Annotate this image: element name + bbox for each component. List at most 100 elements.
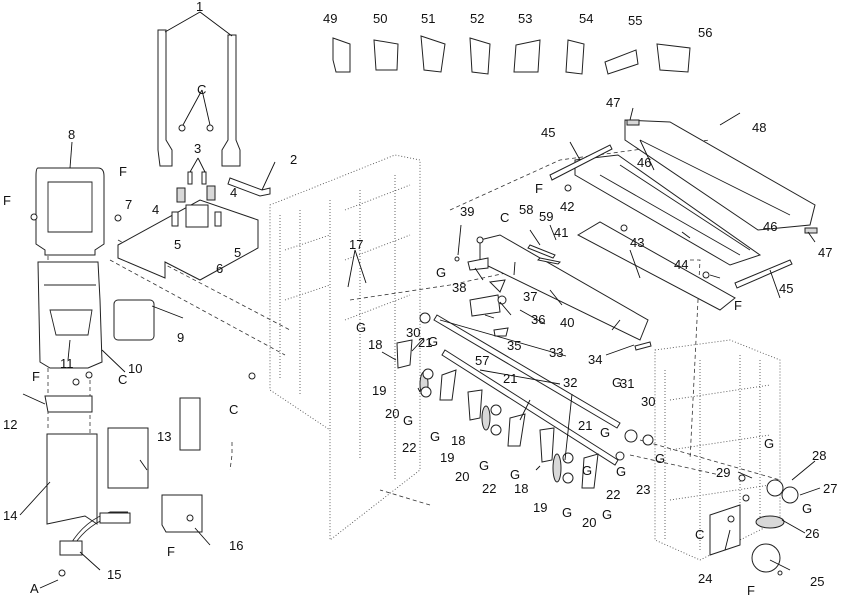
callout-21: 21	[578, 419, 592, 432]
fastener-C: C	[695, 528, 704, 541]
fastener-F: F	[535, 182, 543, 195]
callout-22: 22	[482, 482, 496, 495]
callout-43: 43	[630, 236, 644, 249]
fastener-A: A	[30, 582, 39, 595]
part-16-cover	[162, 495, 202, 532]
callout-54: 54	[579, 12, 593, 25]
callout-46: 46	[763, 220, 777, 233]
callout-22: 22	[402, 441, 416, 454]
callout-58: 58	[519, 203, 533, 216]
callout-19: 19	[533, 501, 547, 514]
callout-50: 50	[373, 12, 387, 25]
callout-39: 39	[460, 205, 474, 218]
callout-19: 19	[440, 451, 454, 464]
callout-32: 32	[563, 376, 577, 389]
clip-parts-49-56	[333, 36, 690, 74]
callout-22: 22	[606, 488, 620, 501]
fastener-G: G	[612, 376, 622, 389]
callout-1: 1	[196, 0, 203, 13]
fastener-G: G	[802, 502, 812, 515]
fastener-G: G	[430, 430, 440, 443]
callout-59: 59	[539, 210, 553, 223]
fastener-G: G	[510, 468, 520, 481]
callout-5: 5	[174, 238, 181, 251]
fastener-G: G	[582, 464, 592, 477]
part-12-bracket	[45, 396, 92, 412]
callout-53: 53	[518, 12, 532, 25]
callout-48: 48	[752, 121, 766, 134]
callout-44: 44	[674, 258, 688, 271]
callout-51: 51	[421, 12, 435, 25]
callout-33: 33	[549, 346, 563, 359]
callout-41: 41	[554, 226, 568, 239]
fastener-F: F	[119, 165, 127, 178]
callout-20: 20	[455, 470, 469, 483]
callout-29: 29	[716, 466, 730, 479]
callout-23: 23	[636, 483, 650, 496]
fastener-C: C	[229, 403, 238, 416]
callout-12: 12	[3, 418, 17, 431]
part-8-upper-cover	[36, 168, 104, 255]
callout-52: 52	[470, 12, 484, 25]
fastener-G: G	[356, 321, 366, 334]
callout-38: 38	[452, 281, 466, 294]
drive-motor-assembly	[710, 475, 798, 572]
fastener-G: G	[616, 465, 626, 478]
part-14-plate	[47, 434, 97, 524]
callout-25: 25	[810, 575, 824, 588]
callout-30: 30	[406, 326, 420, 339]
callout-28: 28	[812, 449, 826, 462]
callout-24: 24	[698, 572, 712, 585]
callout-17: 17	[349, 238, 363, 251]
callout-30: 30	[641, 395, 655, 408]
callout-4: 4	[152, 203, 159, 216]
callout-42: 42	[560, 200, 574, 213]
callout-46: 46	[637, 156, 651, 169]
fastener-F: F	[734, 299, 742, 312]
callout-9: 9	[177, 331, 184, 344]
fastener-G: G	[602, 508, 612, 521]
part-13-switch-assembly	[108, 398, 200, 488]
callout-34: 34	[588, 353, 602, 366]
fastener-G: G	[655, 452, 665, 465]
callout-18: 18	[368, 338, 382, 351]
part-7-base-plate	[118, 200, 258, 280]
callout-31: 31	[620, 377, 634, 390]
fastener-G: G	[428, 335, 438, 348]
callout-21: 21	[503, 372, 517, 385]
callout-18: 18	[514, 482, 528, 495]
callout-20: 20	[582, 516, 596, 529]
callout-6: 6	[216, 262, 223, 275]
fastener-F: F	[747, 584, 755, 597]
callout-11: 11	[60, 357, 74, 370]
callout-4: 4	[230, 186, 237, 199]
callout-47: 47	[606, 96, 620, 109]
callout-7: 7	[125, 198, 132, 211]
part-9-label	[114, 300, 154, 340]
fastener-G: G	[600, 426, 610, 439]
callout-16: 16	[229, 539, 243, 552]
callout-57: 57	[475, 354, 489, 367]
callout-40: 40	[560, 316, 574, 329]
callout-2: 2	[290, 153, 297, 166]
callout-10: 10	[128, 362, 142, 375]
callout-20: 20	[385, 407, 399, 420]
callout-5: 5	[234, 246, 241, 259]
fastener-C: C	[500, 211, 509, 224]
callout-14: 14	[3, 509, 17, 522]
callout-13: 13	[157, 430, 171, 443]
fastener-G: G	[479, 459, 489, 472]
callout-36: 36	[531, 313, 545, 326]
fastener-C: C	[118, 373, 127, 386]
callout-26: 26	[805, 527, 819, 540]
callout-45: 45	[779, 282, 793, 295]
fastener-F: F	[3, 194, 11, 207]
callout-45: 45	[541, 126, 555, 139]
callout-49: 49	[323, 12, 337, 25]
fastener-G: G	[764, 437, 774, 450]
fastener-G: G	[403, 414, 413, 427]
callout-19: 19	[372, 384, 386, 397]
callout-56: 56	[698, 26, 712, 39]
callout-27: 27	[823, 482, 837, 495]
fastener-F: F	[32, 370, 40, 383]
